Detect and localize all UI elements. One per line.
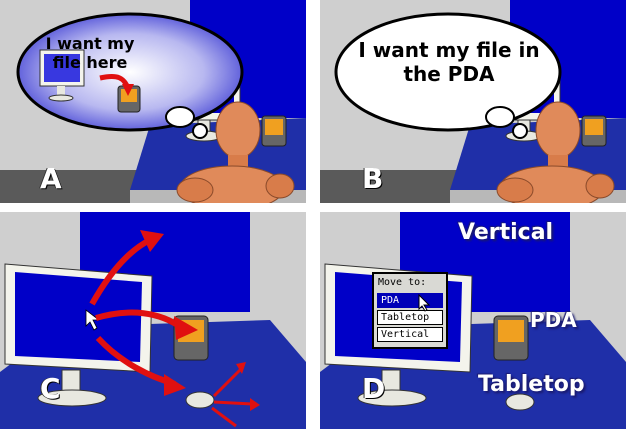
panel-a: I want my file here A (0, 0, 306, 203)
menu-item-vertical[interactable]: Vertical (377, 327, 443, 342)
thought-bubble-text: I want my file in the PDA (344, 38, 554, 86)
move-to-menu[interactable]: Move to: PDA Tabletop Vertical (372, 272, 448, 349)
label-tabletop: Tabletop (478, 372, 585, 397)
menu-item-pda[interactable]: PDA (377, 293, 443, 308)
panel-b: I want my file in the PDA B (320, 0, 626, 203)
mouse-icon (186, 392, 214, 408)
label-vertical: Vertical (458, 220, 553, 245)
panel-d: Move to: PDA Tabletop Vertical Vertical … (320, 212, 626, 429)
arrow-cursor-icon (418, 294, 432, 312)
panel-letter-b: B (362, 162, 383, 195)
menu-item-tabletop[interactable]: Tabletop (377, 310, 443, 325)
menu-title: Move to: (374, 276, 446, 291)
panel-letter-d: D (362, 372, 385, 405)
panel-letter-a: A (40, 162, 62, 195)
panel-letter-c: C (40, 372, 61, 405)
thought-bubble-text: I want my file here (30, 34, 150, 72)
pda-device-icon (494, 316, 528, 360)
pda-device-icon (262, 116, 286, 146)
pda-device-icon (582, 116, 606, 146)
panel-c: C (0, 212, 306, 429)
label-pda: PDA (530, 308, 577, 332)
